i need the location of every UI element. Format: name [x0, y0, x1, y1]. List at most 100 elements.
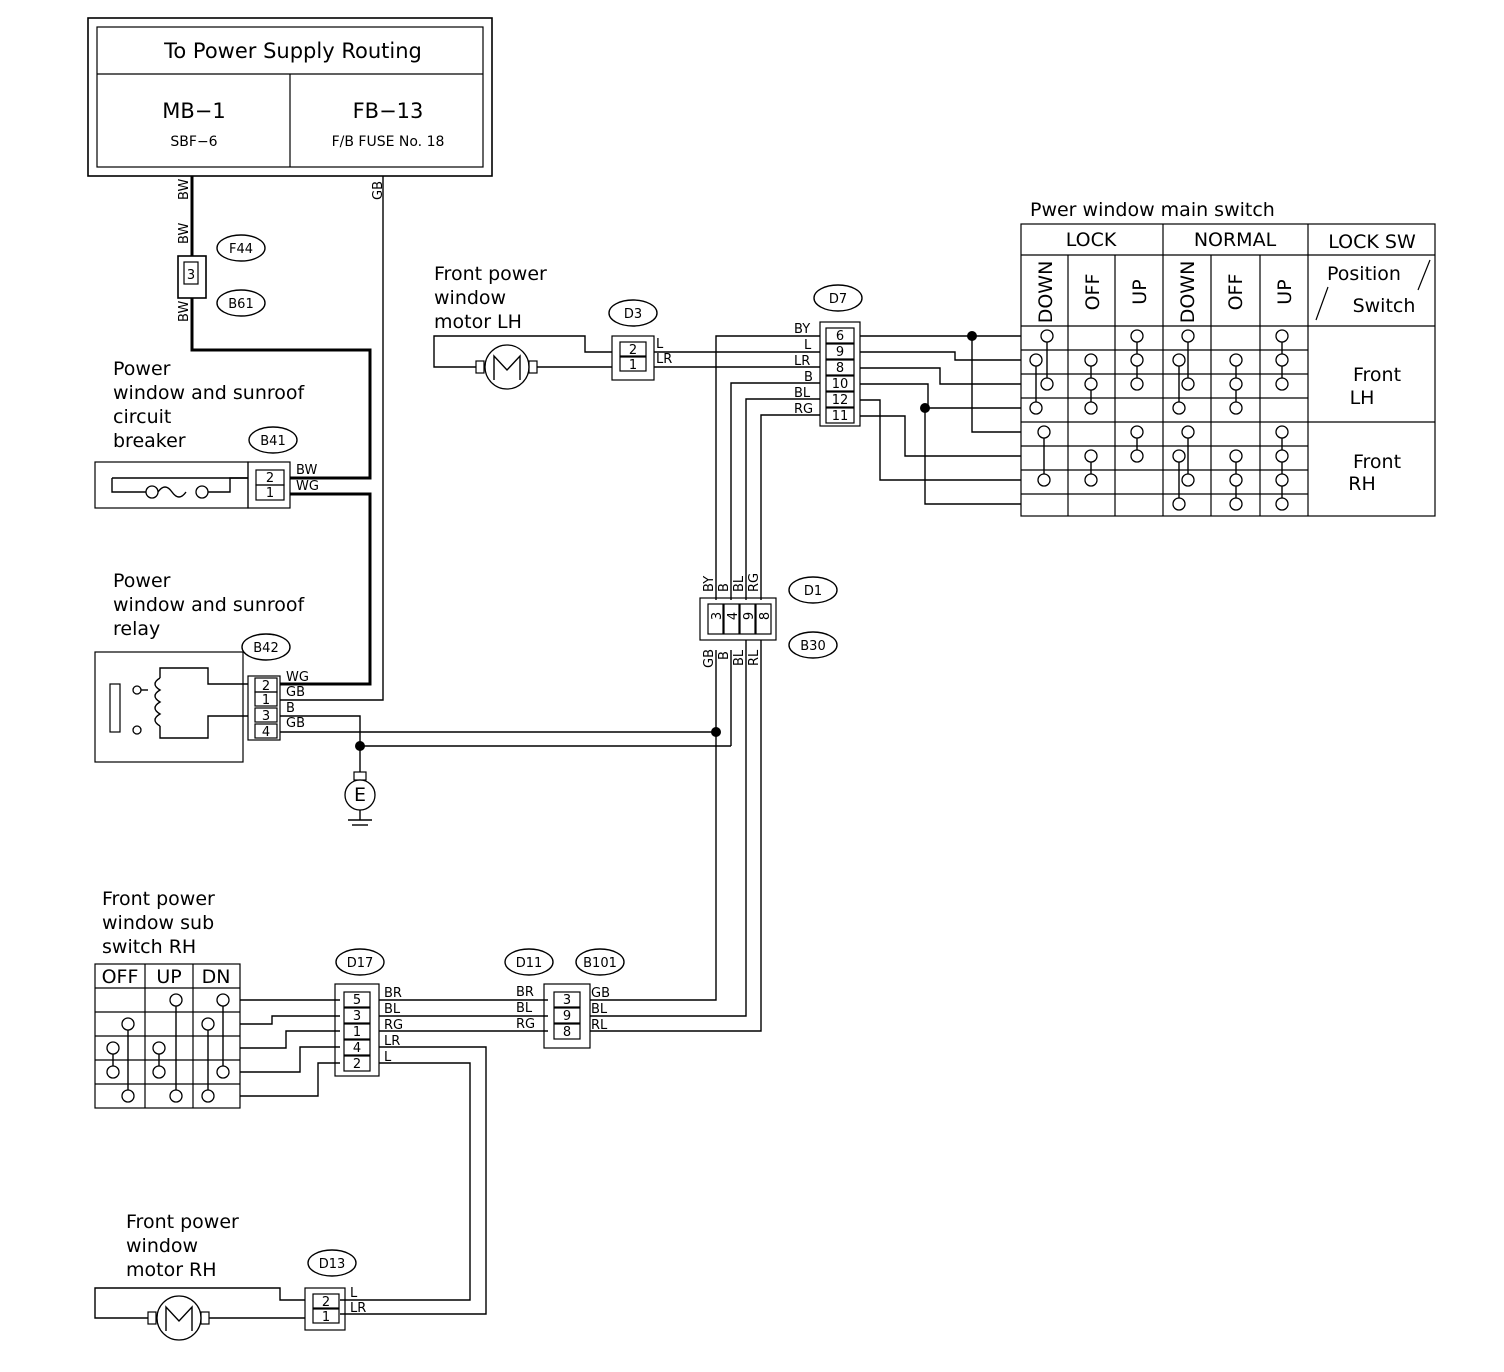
d11-wire-rg: RG [516, 1017, 535, 1032]
sub-switch-label-1: Front power [102, 888, 215, 910]
d7-wire-bl: BL [794, 386, 811, 401]
d7-pin-8: 8 [836, 361, 844, 376]
d11-label: D11 [516, 956, 543, 971]
b42-pin-3: 3 [262, 709, 270, 724]
wire-bw-2: BW [177, 223, 192, 244]
col-normal-off: OFF [1225, 274, 1247, 311]
breaker-label-3: circuit [113, 406, 171, 428]
d1-wire-rl-below: RL [747, 649, 762, 666]
col-normal-down: DOWN [1177, 261, 1199, 324]
rh-motor-label-3: motor RH [126, 1259, 217, 1281]
main-switch-lock-sw: LOCK SW [1328, 231, 1416, 253]
d17-wire-l: L [384, 1050, 392, 1065]
d7-wire-lr: LR [794, 354, 810, 369]
connector-d7: D7 6 9 8 10 12 11 BY L LR B BL RG [794, 284, 863, 427]
main-switch-position: Position [1327, 263, 1401, 285]
b101-pin-3: 3 [563, 993, 571, 1008]
d7-to-switch-wires [860, 331, 1021, 505]
d17-wire-rg: RG [384, 1018, 403, 1033]
d3-wire-lr: LR [656, 352, 672, 367]
main-switch-switch: Switch [1353, 295, 1416, 317]
d7-wires [654, 335, 820, 600]
b101-label: B101 [583, 956, 617, 971]
relay-label-2: window and sunroof [113, 594, 306, 616]
main-switch: Pwer window main switch LOCK NORMAL LOCK… [1020, 199, 1436, 517]
wire-bw-3: BW [177, 301, 192, 322]
connector-f44-b61: 3 F44 B61 [177, 234, 266, 317]
d7-pin-11: 11 [832, 409, 849, 424]
d13-wire-lr: LR [350, 1301, 366, 1316]
b42-pin-1: 1 [262, 693, 270, 708]
main-switch-title: Pwer window main switch [1030, 199, 1275, 221]
d13-label: D13 [319, 1257, 346, 1272]
relay: Power window and sunroof relay B42 2 1 3… [94, 570, 309, 763]
d1-wire-b-below: B [717, 651, 732, 660]
d3-pin-1: 1 [629, 358, 637, 373]
b42-label: B42 [253, 641, 278, 656]
circuit-breaker: Power window and sunroof circuit breaker… [94, 358, 319, 509]
b101-wire-bl: BL [591, 1002, 608, 1017]
wire-gb-top: GB [371, 181, 386, 200]
breaker-label-1: Power [113, 358, 171, 380]
d1-pin-4: 4 [726, 612, 741, 620]
b30-label: B30 [800, 639, 825, 654]
relay-output-wires: E [280, 650, 732, 1001]
sub-col-off: OFF [102, 966, 139, 988]
lh-motor-label-3: motor LH [434, 311, 522, 333]
d17-pin-5: 5 [353, 993, 361, 1008]
b41-label: B41 [260, 434, 285, 449]
sub-col-up: UP [156, 966, 181, 988]
d7-label: D7 [829, 292, 847, 307]
d7-pin-9: 9 [836, 345, 844, 360]
d7-pin-12: 12 [832, 393, 849, 408]
col-lock-off: OFF [1082, 274, 1104, 311]
sub-col-dn: DN [202, 966, 231, 988]
fuse18-label: F/B FUSE No. 18 [332, 134, 445, 150]
d1-to-b101-wires [590, 640, 762, 1032]
d13-pin-1: 1 [322, 1310, 330, 1325]
sub-switch-label-3: switch RH [102, 936, 196, 958]
d3-label: D3 [624, 307, 642, 322]
sub-switch: Front power window sub switch RH OFF UP … [94, 888, 241, 1109]
f44-label: F44 [229, 242, 253, 257]
supply-wires [190, 176, 384, 701]
rh-motor: Front power window motor RH D13 2 1 L LR [94, 1211, 366, 1341]
d17-label: D17 [347, 956, 374, 971]
d13-pin-2: 2 [322, 1295, 330, 1310]
lh-motor-label-1: Front power [434, 263, 547, 285]
d1-wire-bl: BL [732, 575, 747, 592]
d17-pin-3: 3 [353, 1009, 361, 1024]
d11-wire-br: BR [516, 985, 534, 1000]
d17-wires [340, 999, 548, 1315]
mb1-label: MB−1 [162, 99, 225, 123]
rh-motor-label-1: Front power [126, 1211, 239, 1233]
b41-pin-2: 2 [266, 471, 274, 486]
b42-pin-4: 4 [262, 725, 270, 740]
ground-label: E [354, 784, 366, 806]
breaker-label-2: window and sunroof [113, 382, 306, 404]
b42-wire-gb-2: GB [286, 716, 305, 731]
d1-label: D1 [804, 584, 822, 599]
b41-pin-1: 1 [266, 486, 274, 501]
lh-motor-label-2: window [434, 287, 506, 309]
front-lh-2: LH [1350, 387, 1375, 409]
b42-wire-b: B [286, 701, 295, 716]
d7-wire-l: L [804, 338, 812, 353]
d7-wire-rg: RG [794, 402, 813, 417]
lh-motor: Front power window motor LH D3 2 1 L LR [433, 263, 672, 390]
sub-switch-wires [240, 999, 340, 1097]
b101-wire-rl: RL [591, 1018, 608, 1033]
breaker-label-4: breaker [113, 430, 186, 452]
b42-wire-wg: WG [286, 670, 309, 685]
d1-wire-rg: RG [747, 573, 762, 592]
front-lh-1: Front [1353, 364, 1401, 386]
b101-pin-8: 8 [563, 1025, 571, 1040]
front-rh-1: Front [1353, 451, 1401, 473]
power-supply-box: To Power Supply Routing MB−1 SBF−6 FB−13… [87, 17, 493, 177]
connector-d17: D17 5 3 1 4 2 BR BL RG LR L [334, 948, 403, 1077]
d1-pin-9: 9 [742, 612, 757, 620]
d17-pin-2: 2 [353, 1057, 361, 1072]
d7-pin-6: 6 [836, 329, 844, 344]
wire-bw-1: BW [177, 179, 192, 200]
